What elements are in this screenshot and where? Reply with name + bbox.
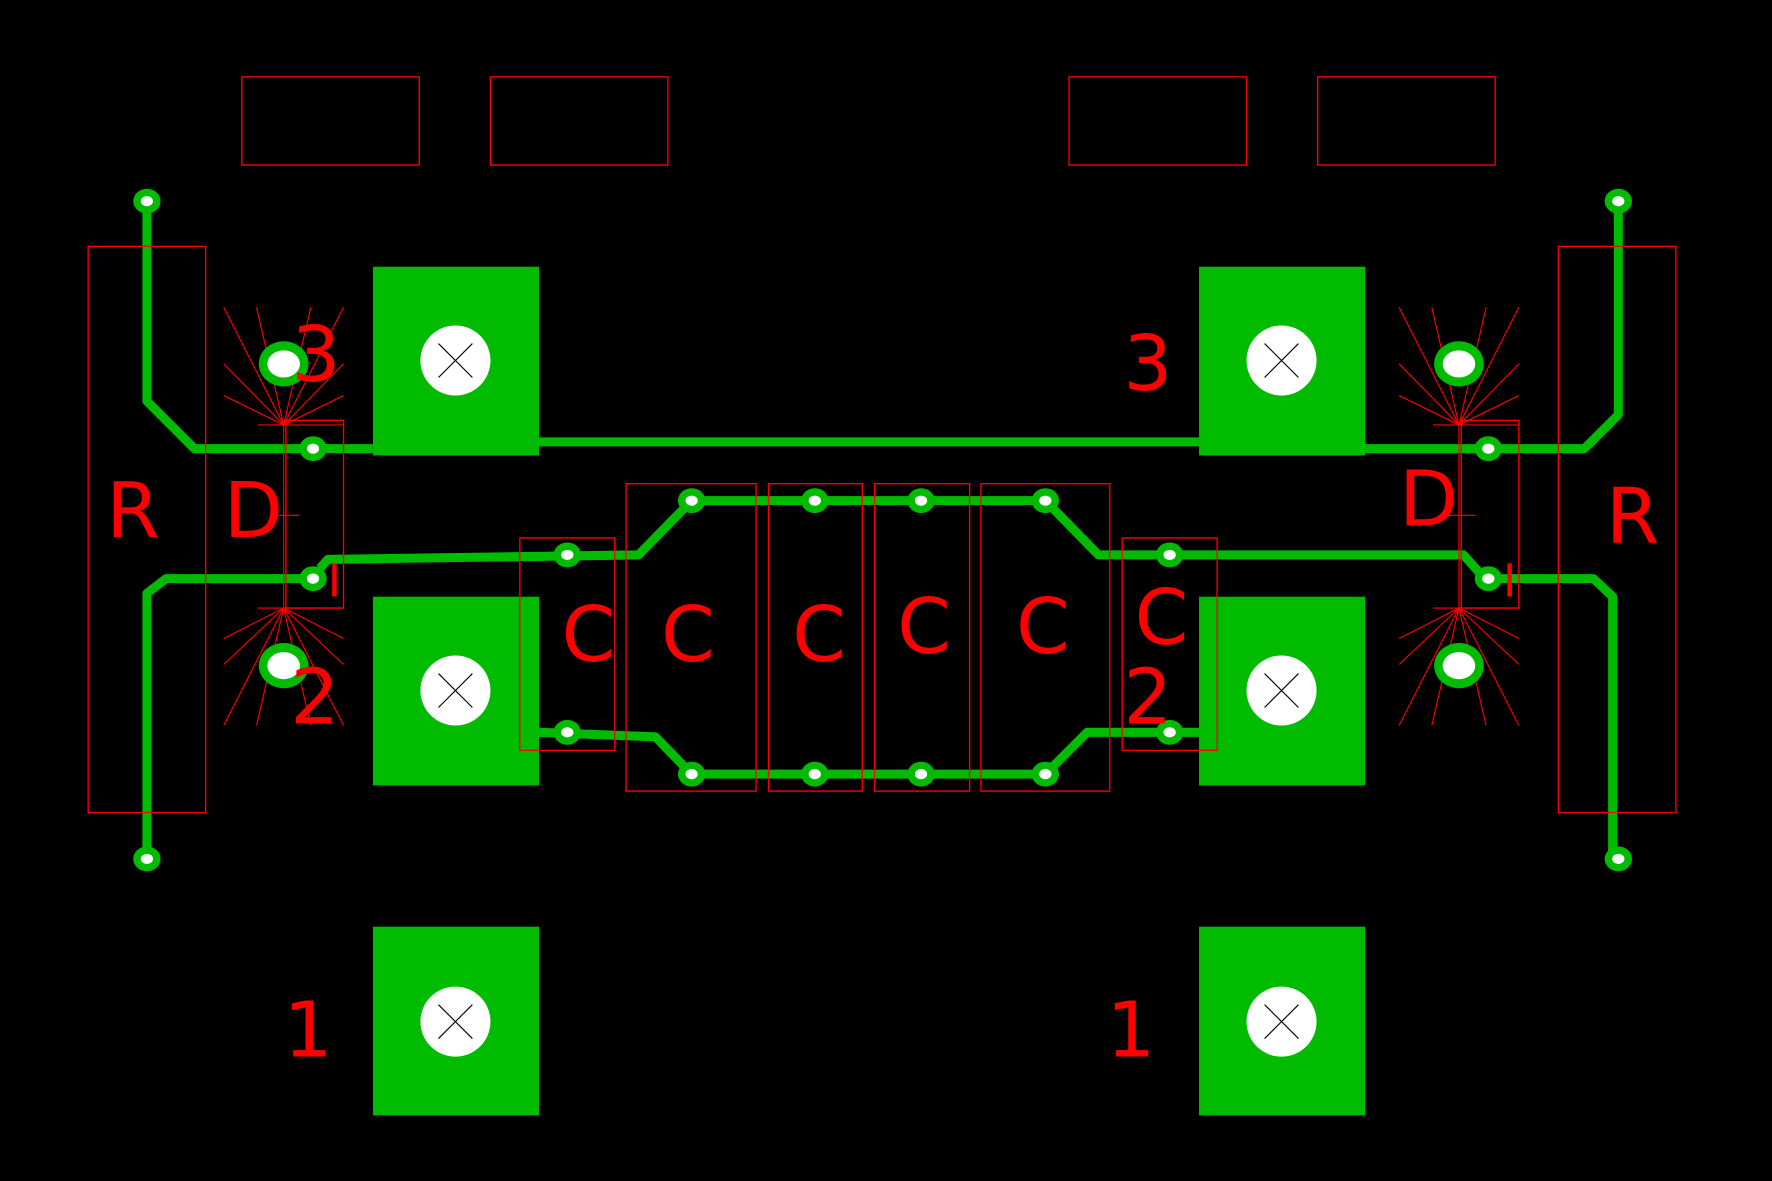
via — [1155, 542, 1184, 568]
via — [677, 488, 706, 514]
label-cap: C — [562, 591, 616, 680]
label-d-left: D — [224, 467, 283, 556]
label-cap: C — [661, 591, 715, 680]
pad-right-1 — [1199, 926, 1366, 1116]
label-cap: C — [897, 583, 951, 672]
label-pin1-left: 1 — [284, 987, 333, 1076]
via — [1031, 488, 1060, 514]
pad-right-2 — [1199, 596, 1366, 786]
via — [553, 542, 581, 568]
pad-left-2 — [372, 596, 540, 786]
via — [258, 643, 309, 689]
pad-right-3 — [1199, 266, 1366, 456]
via — [907, 488, 935, 514]
label-r-left: R — [106, 467, 159, 556]
via — [299, 566, 327, 592]
labels: R R D D I I 3 3 2 2 1 1 C C C C C C — [106, 311, 1659, 1076]
component-outlines — [87, 245, 1677, 814]
label-pin3-right: 3 — [1123, 320, 1172, 409]
via — [907, 761, 935, 787]
via — [1434, 643, 1484, 689]
via — [1155, 719, 1184, 745]
pad-left-3 — [372, 266, 540, 456]
label-pin1-right: 1 — [1106, 987, 1155, 1076]
via — [801, 488, 829, 514]
label-pin2-right: 2 — [1123, 653, 1172, 742]
label-d-right: D — [1399, 456, 1458, 545]
vias — [133, 188, 1632, 872]
via — [1434, 341, 1484, 387]
label-r-right: R — [1606, 472, 1659, 561]
pads — [372, 266, 1366, 1116]
via — [133, 846, 161, 872]
label-d-pin-left: I — [328, 555, 341, 608]
label-cap: C — [1016, 583, 1070, 672]
label-cap: C — [1135, 574, 1189, 663]
label-d-pin-right: I — [1503, 555, 1516, 608]
via — [1604, 846, 1632, 872]
via — [1474, 436, 1503, 462]
via — [801, 761, 829, 787]
via — [299, 436, 327, 462]
label-pin3-left: 3 — [292, 311, 341, 400]
via — [553, 719, 581, 745]
via — [1031, 761, 1060, 787]
traces — [142, 201, 1623, 859]
label-cap: C — [792, 591, 846, 680]
label-pin2-left: 2 — [290, 653, 339, 742]
via — [677, 761, 706, 787]
via — [133, 188, 161, 214]
via — [258, 341, 309, 387]
pad-left-1 — [372, 926, 540, 1116]
via — [1474, 566, 1503, 592]
top-outlines — [241, 76, 1496, 166]
via — [1604, 188, 1632, 214]
